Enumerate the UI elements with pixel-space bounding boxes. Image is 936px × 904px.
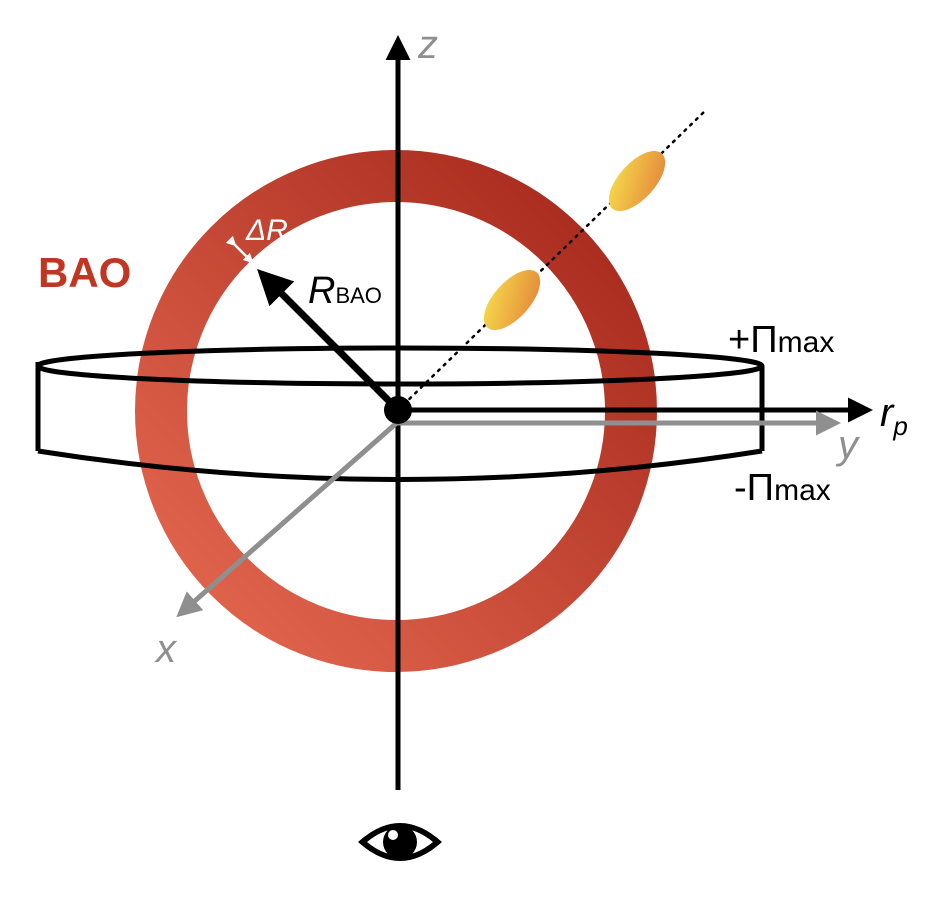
origin-point	[384, 396, 412, 424]
eye-icon	[358, 823, 442, 861]
r-bao-arrow	[257, 269, 399, 411]
y-axis-label: y	[835, 423, 861, 467]
delta-r-arrow	[225, 235, 254, 264]
x-axis	[176, 418, 402, 618]
galaxy-lower	[483, 269, 541, 331]
z-axis-label: z	[417, 23, 438, 67]
r-bao-label: RBAO	[308, 270, 382, 312]
rp-axis-label: rp	[880, 391, 908, 441]
pi-max-minus-label: -Πmax	[734, 467, 831, 509]
line-of-sight-dotted	[396, 108, 708, 412]
pi-max-plus-label: +Πmax	[728, 319, 834, 361]
x-axis-label: x	[154, 627, 178, 671]
bao-label: BAO	[38, 249, 131, 296]
galaxy-upper	[608, 150, 666, 212]
delta-r-label: ΔR	[245, 214, 288, 247]
